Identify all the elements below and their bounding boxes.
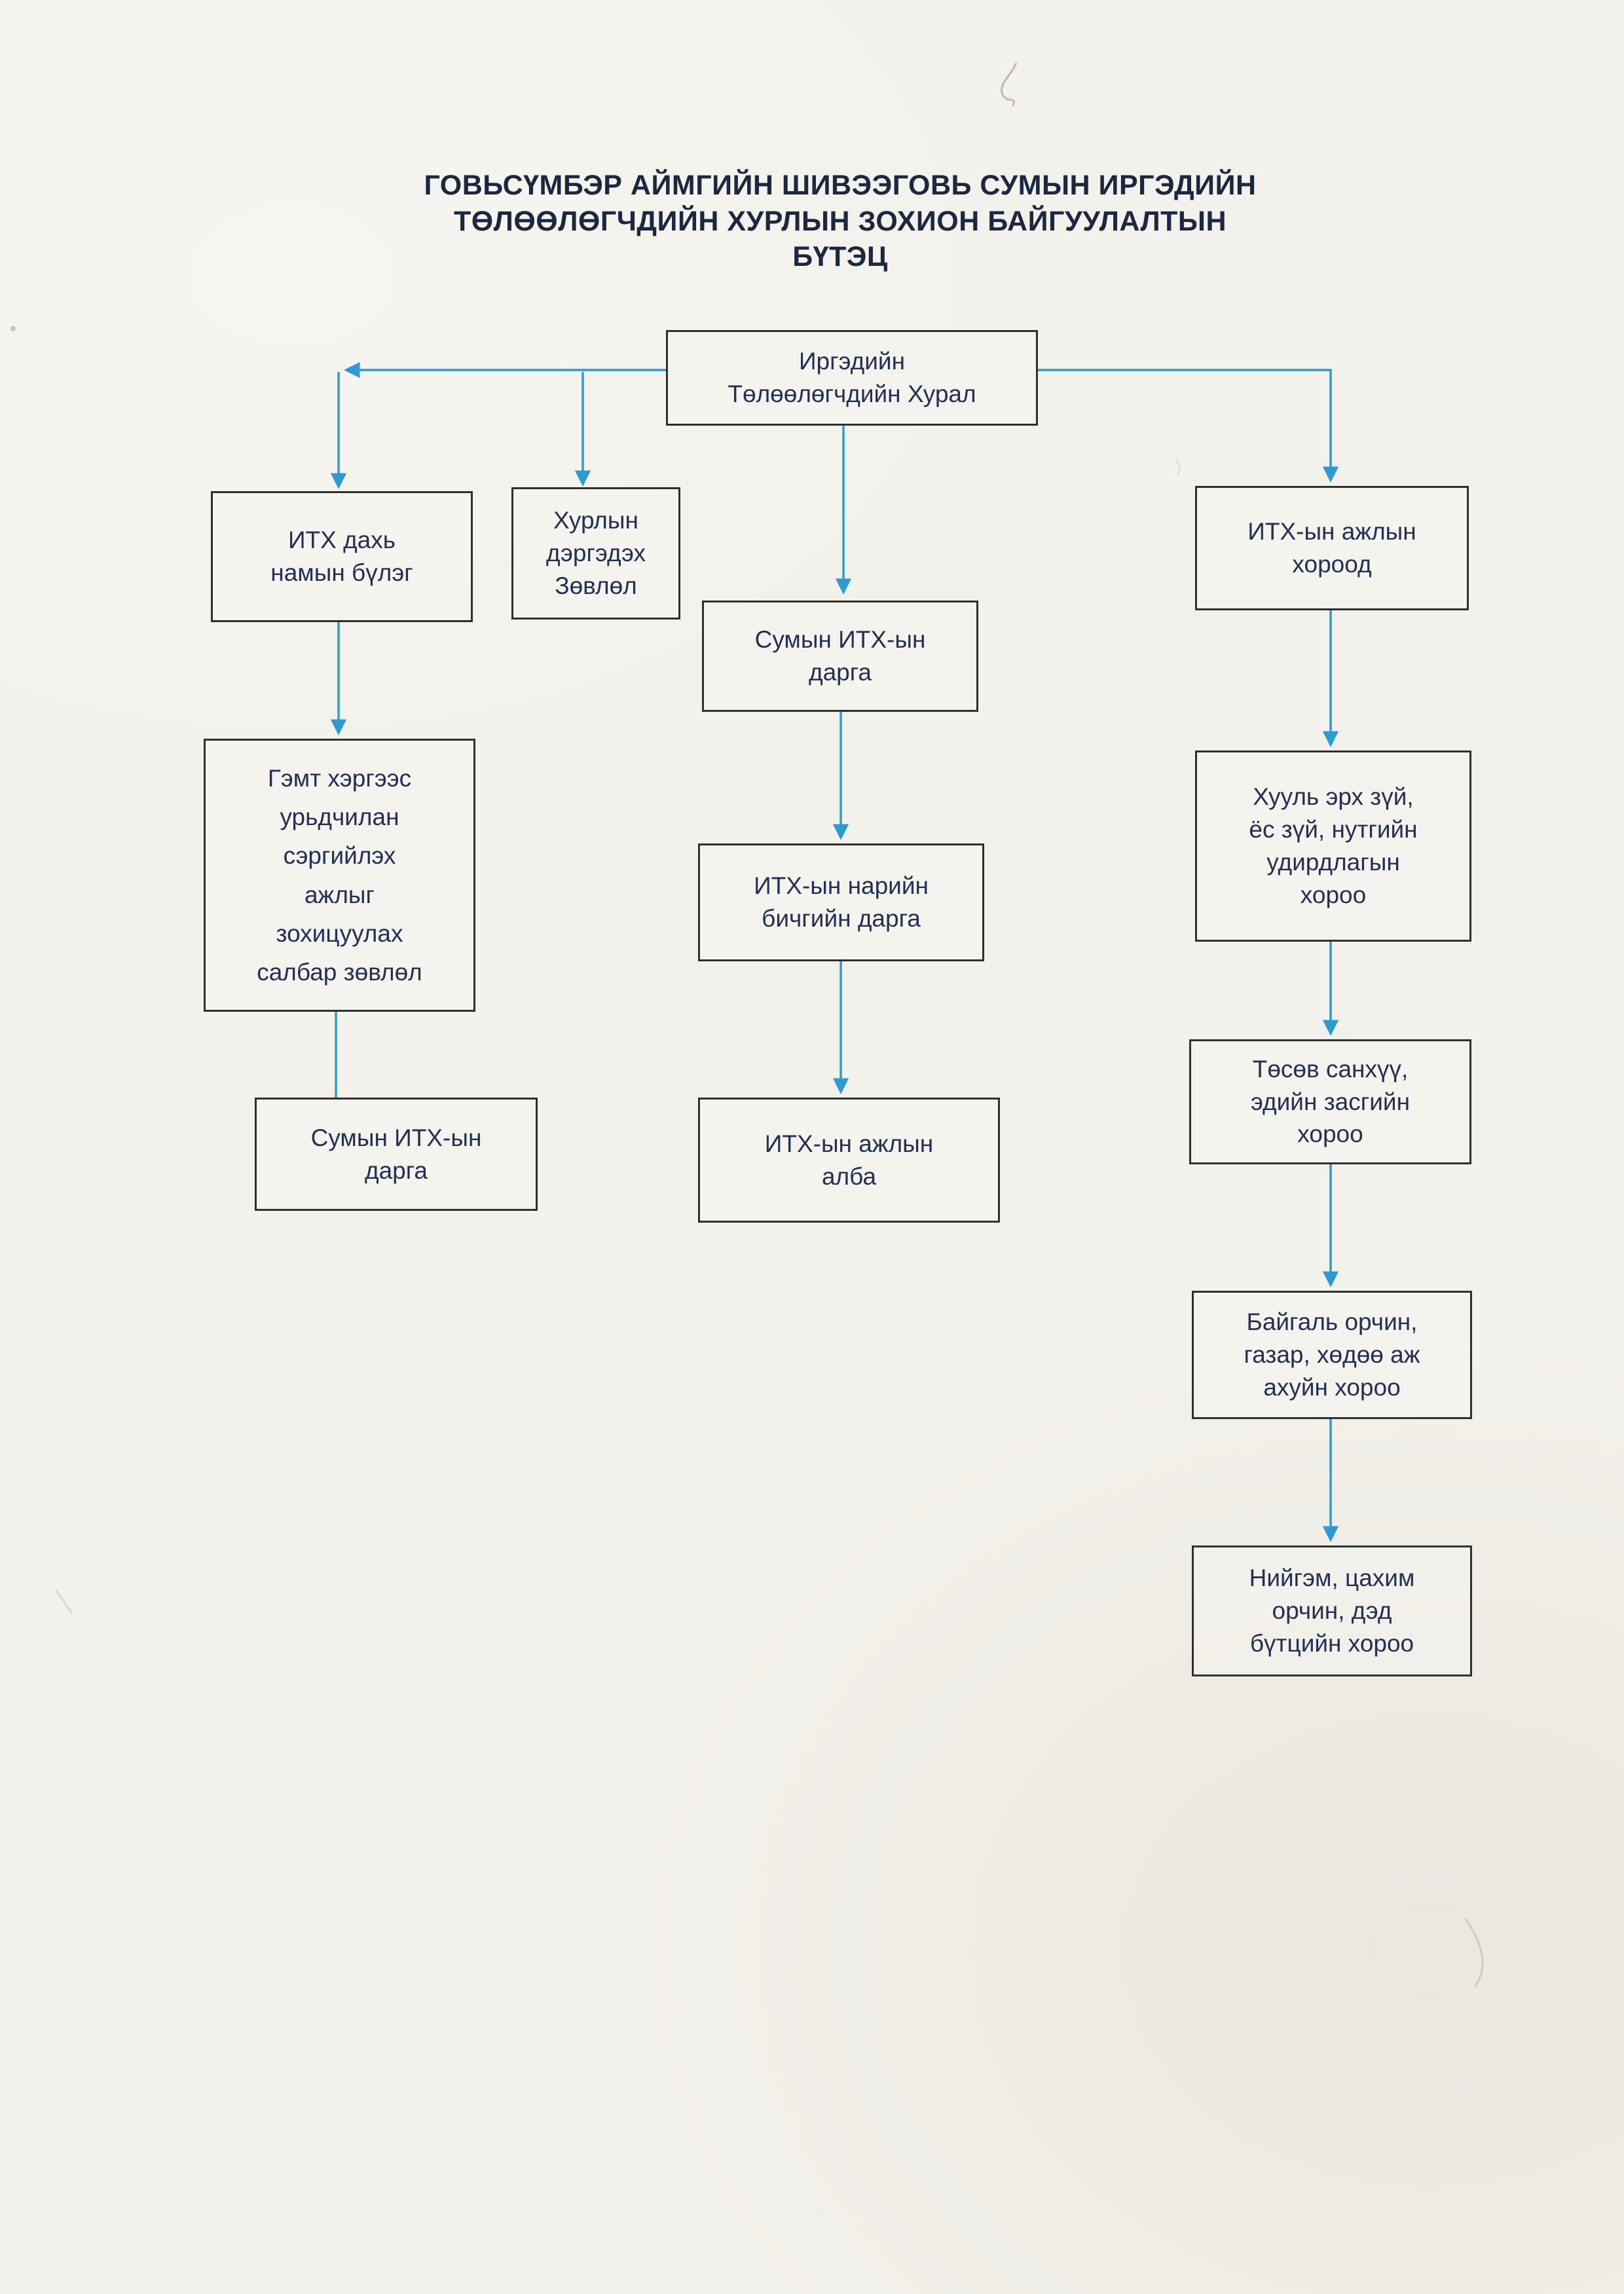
page-title-line-3: БҮТЭЦ bbox=[792, 241, 888, 273]
node-party-group: ИТХ дахь намын бүлэг bbox=[211, 491, 473, 622]
artifact-squiggle-top-right bbox=[1001, 62, 1018, 107]
node-sum-chairman-left: Сумын ИТХ-ын дарга bbox=[255, 1098, 538, 1211]
node-social-committee: Нийгэм, цахим орчин, дэд бүтцийн хороо bbox=[1192, 1545, 1472, 1676]
node-sum-chairman-center: Сумын ИТХ-ын дарга bbox=[702, 601, 978, 712]
node-legal-committee: Хууль эрх зүй, ёс зүй, нутгийн удирдлагы… bbox=[1195, 750, 1471, 942]
page-title-line-2: ТӨЛӨӨЛӨГЧДИЙН ХУРЛЫН ЗОХИОН БАЙГУУЛАЛТЫН bbox=[453, 205, 1227, 237]
artifact-mark-mid-right bbox=[1175, 459, 1181, 476]
artifact-speck-left bbox=[10, 326, 16, 331]
artifact-curve-bottom-right bbox=[1464, 1918, 1484, 1988]
node-hural: Иргэдийн Төлөөлөгчдийн Хурал bbox=[666, 330, 1038, 426]
node-advisory-council: Хурлын дэргэдэх Зөвлөл bbox=[511, 487, 680, 620]
arrow-to-work-committees bbox=[1038, 369, 1339, 483]
node-crime-prevention-council: Гэмт хэргээс урьдчилан сэргийлэх ажлыг з… bbox=[204, 739, 475, 1012]
node-work-committees: ИТХ-ын ажлын хороод bbox=[1195, 486, 1469, 610]
page-title-line-1: ГОВЬСҮМБЭР АЙМГИЙН ШИВЭЭГОВЬ СУМЫН ИРГЭД… bbox=[424, 170, 1257, 201]
node-environment-committee: Байгаль орчин, газар, хөдөө аж ахуйн хор… bbox=[1192, 1291, 1472, 1419]
node-budget-committee: Төсөв санхүү, эдийн засгийн хороо bbox=[1189, 1039, 1471, 1164]
artifact-mark-bottom-left bbox=[55, 1589, 73, 1614]
page-title: ГОВЬСҮМБЭР АЙМГИЙН ШИВЭЭГОВЬ СУМЫН ИРГЭД… bbox=[382, 168, 1299, 275]
node-secretary: ИТХ-ын нарийн бичгийн дарга bbox=[698, 843, 984, 961]
node-work-office: ИТХ-ын ажлын алба bbox=[698, 1098, 1000, 1223]
